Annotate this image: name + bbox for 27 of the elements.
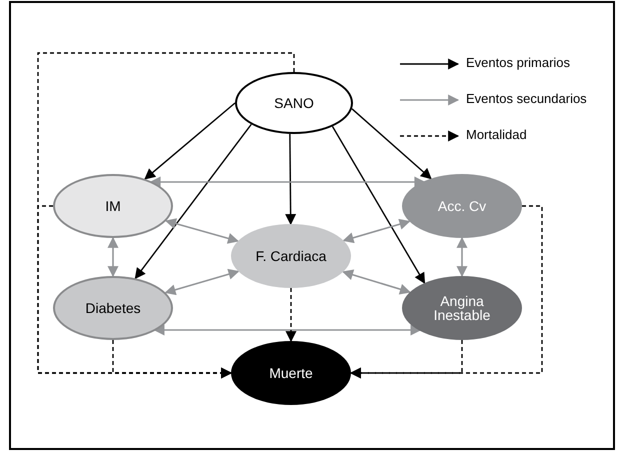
arrow [144,102,236,180]
node-label: F. Cardiaca [256,249,326,263]
arrow [352,108,432,180]
dashed-arrow [37,52,295,378]
legend-label: Eventos primarios [466,55,570,70]
node-label: Angina Inestable [432,294,492,322]
arrow [153,324,422,336]
node-label: Diabetes [85,301,141,315]
arrow [342,218,410,244]
arrow [165,218,239,244]
state-ellipse [53,174,173,238]
node-label: Muerte [269,366,313,380]
dashed-arrow [350,340,463,378]
arrow [108,236,118,278]
legend-label: Mortalidad [466,127,527,142]
arrow [332,126,426,284]
arrow [342,269,411,295]
arrow [285,134,296,226]
node-label: SANO [274,96,314,110]
arrow [456,236,468,278]
legend-label: Eventos secundarios [466,91,587,106]
dashed-arrow [286,288,296,342]
arrow [150,176,426,188]
arrow [164,268,240,296]
node-label: IM [105,199,121,213]
dashed-arrow [112,340,232,378]
node-label: Acc. Cv [438,199,486,213]
